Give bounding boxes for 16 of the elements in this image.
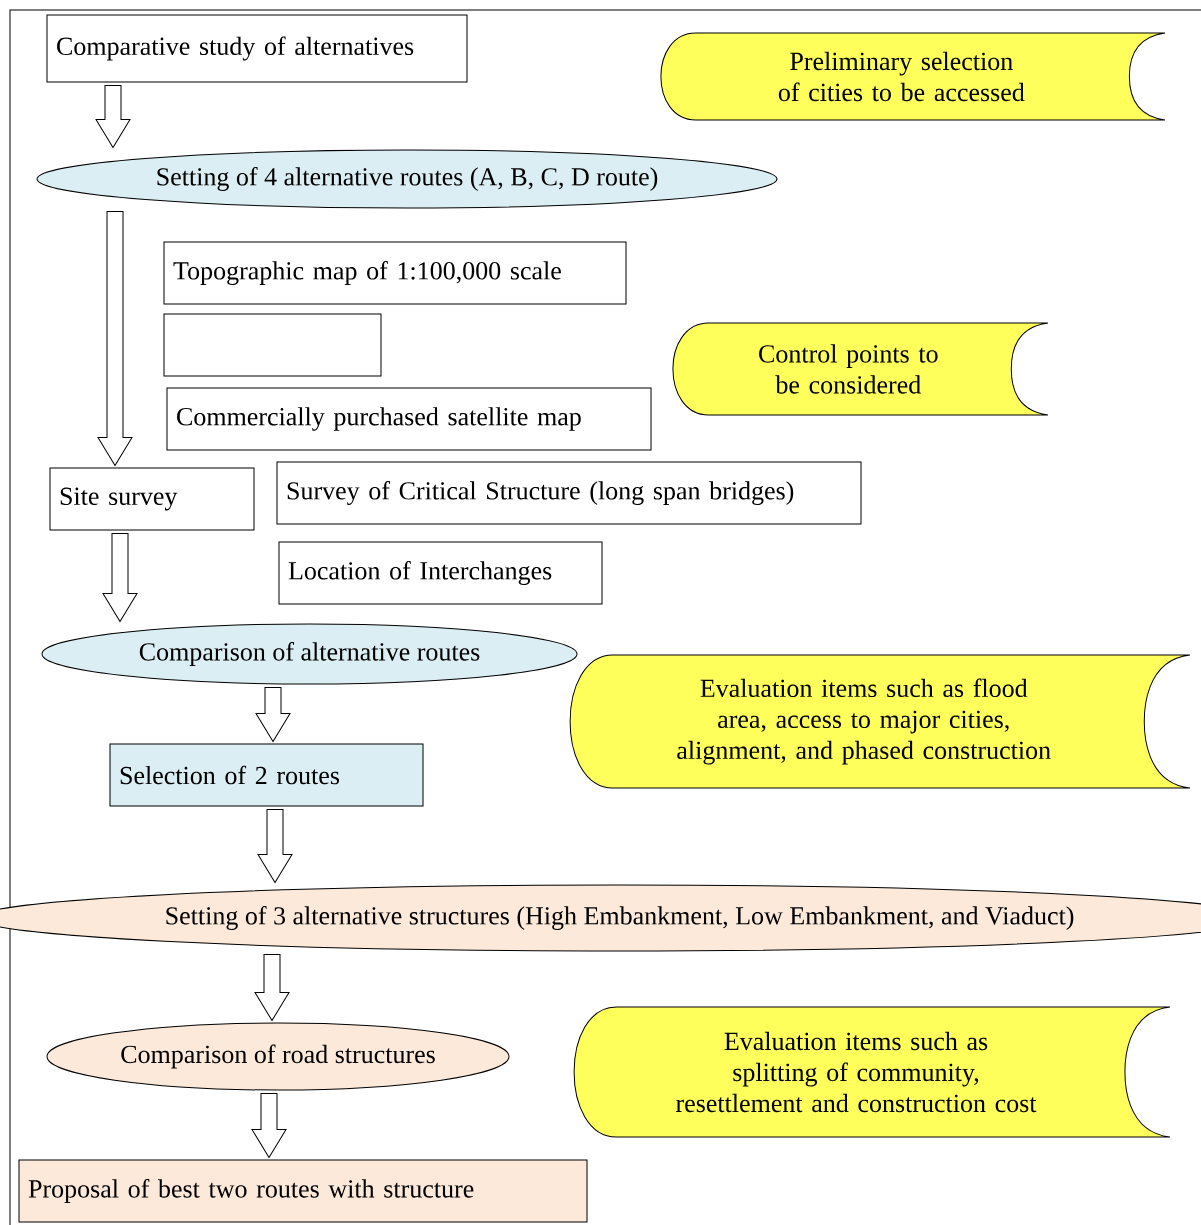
- process-box: Selection of 2 routes: [109, 743, 424, 807]
- block-arrow: [97, 211, 133, 466]
- block-arrow: [251, 1093, 287, 1158]
- process-box: Location of Interchanges: [278, 541, 603, 605]
- block-arrow: [95, 85, 131, 148]
- process-box: Comparative study of alternatives: [46, 14, 468, 83]
- block-arrow: [102, 533, 138, 622]
- process-box: Topographic map of 1:100,000 scale: [163, 241, 627, 305]
- block-arrow: [255, 687, 291, 742]
- block-arrow: [254, 954, 290, 1021]
- process-box: Proposal of best two routes with structure: [18, 1159, 588, 1223]
- block-arrow: [257, 809, 293, 883]
- process-box: [163, 313, 382, 377]
- process-box: Survey of Critical Structure (long span bridges): [276, 461, 862, 525]
- process-box: Site survey: [49, 467, 255, 531]
- process-box: Commercially purchased satellite map: [166, 387, 652, 451]
